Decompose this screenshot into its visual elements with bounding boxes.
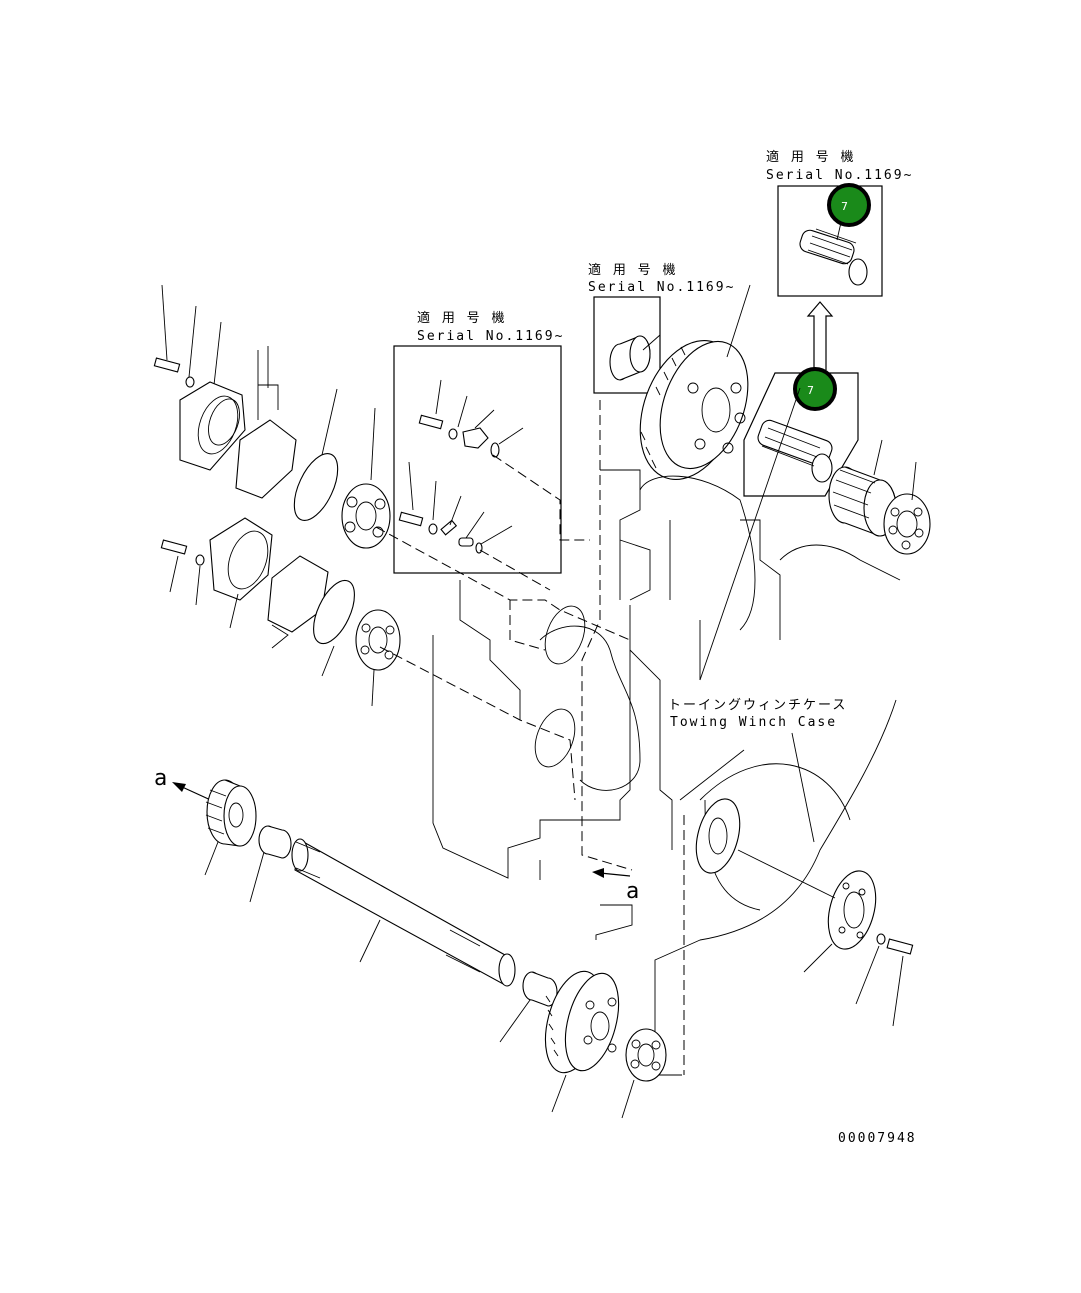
arrow-a-top: a (154, 766, 216, 803)
serial-number-label: Serial No.1169~ (417, 329, 564, 344)
callout-7-middle[interactable]: 7 (793, 367, 837, 411)
pinion-shaft-part (799, 228, 868, 286)
inset-frame (777, 185, 883, 297)
serial-jp-label: 適 用 号 機 (588, 262, 677, 278)
svg-text:7: 7 (807, 384, 814, 397)
upper-cover-group (153, 284, 391, 549)
inset-arrow (806, 301, 834, 370)
towing-winch-case (432, 469, 901, 1076)
serial-jp-label: 適 用 号 機 (417, 310, 506, 326)
arrow-a-label: a (154, 766, 167, 791)
large-gear-part (639, 339, 749, 481)
serial-number-label: Serial No.1169~ (588, 280, 735, 295)
serial-inset-top-right: 適 用 号 機 Serial No.1169~ (766, 149, 913, 297)
case-label-jp: トーイングウィンチケース (668, 698, 847, 713)
callout-7-top[interactable]: 7 (827, 183, 871, 227)
figure-id: 00007948 (838, 1131, 917, 1146)
bushing-part (609, 335, 651, 381)
serial-inset-bearing: 適 用 号 機 Serial No.1169~ (588, 262, 735, 394)
case-label: トーイングウィンチケース Towing Winch Case (668, 387, 847, 843)
case-label-en: Towing Winch Case (670, 715, 837, 730)
lower-cover-group (160, 517, 401, 707)
gear-and-bearing-right (828, 466, 931, 555)
arrow-a-label: a (626, 879, 639, 904)
arrow-a-bottom: a (592, 868, 639, 904)
inset-frame (593, 296, 661, 394)
output-shaft-assembly (204, 779, 667, 1119)
svg-text:7: 7 (841, 200, 848, 213)
assembly-dashed-lines (375, 400, 685, 1075)
cover-plate-right (695, 798, 914, 1027)
serial-jp-label: 適 用 号 機 (766, 149, 855, 165)
pinion-inset (743, 372, 859, 497)
inset-frame (393, 345, 562, 574)
pinion-gear-part (757, 419, 833, 483)
serial-inset-small-parts: 適 用 号 機 Serial No.1169~ (393, 310, 564, 574)
serial-number-label: Serial No.1169~ (766, 168, 913, 183)
